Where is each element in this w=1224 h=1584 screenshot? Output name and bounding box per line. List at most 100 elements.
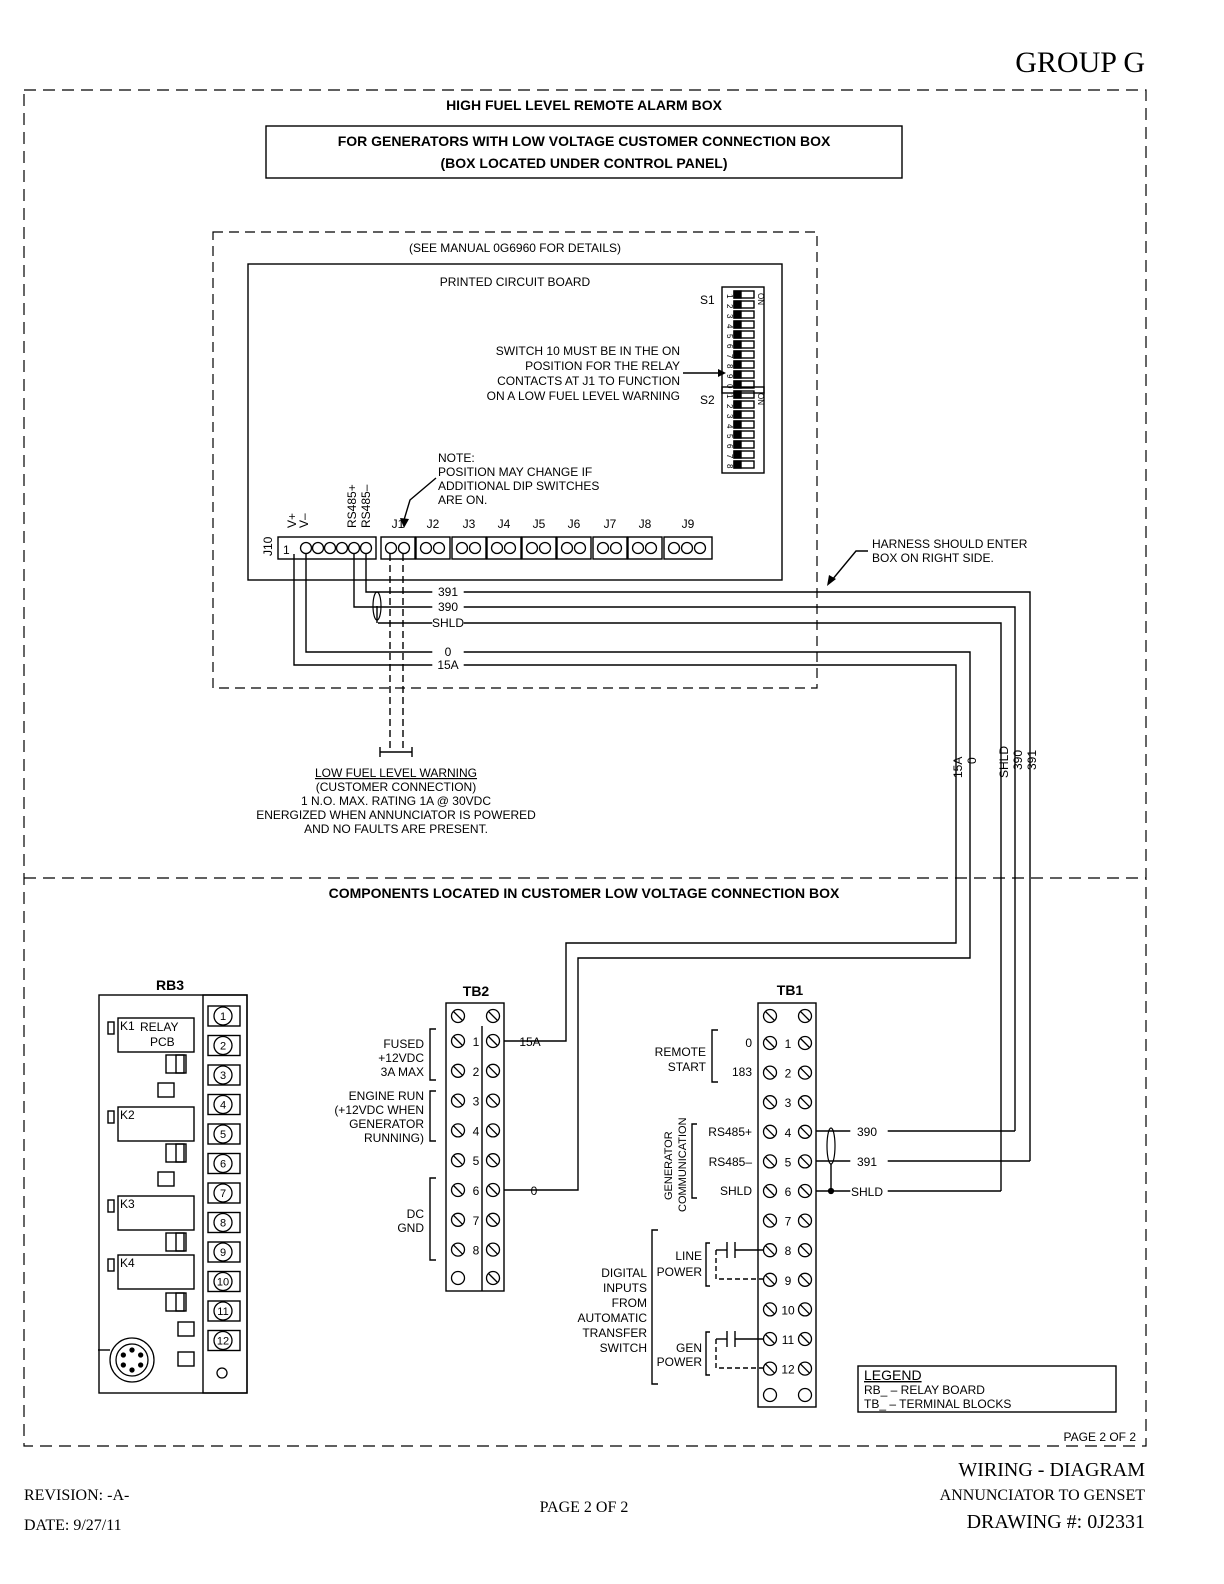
rb3-small-component: [177, 1351, 195, 1367]
tb1-mount-hole: [797, 1387, 813, 1403]
tb1-screw-top: [762, 1008, 778, 1024]
dip-s1-toggle-knob: [733, 290, 742, 299]
tb1-screw-right-slot: [800, 1304, 810, 1315]
rb3-component: [165, 1292, 185, 1312]
tb1-screw-right: [797, 1331, 813, 1347]
tb1-screw-left: [762, 1272, 778, 1287]
connector-J5: [521, 536, 557, 560]
tb1-screw-left-slot: [765, 1304, 775, 1315]
connector-J9: [663, 536, 713, 560]
tb2-screw-right: [485, 1033, 501, 1049]
line-power-contact-return: [715, 1250, 763, 1280]
tb2-screw-left: [450, 1063, 466, 1078]
vertical-wire-label: SHLD: [997, 746, 1011, 778]
alarm-box-dashed: [212, 231, 818, 689]
connector-label-J1: J1: [392, 517, 405, 531]
rb3-terminal-cell: [207, 1211, 241, 1234]
rb3-component-cap: [175, 1143, 187, 1163]
rb3-component: [165, 1143, 185, 1163]
tb2-block: [445, 1002, 505, 1292]
legend-box: [857, 1365, 1117, 1413]
connector-pin: [693, 541, 707, 555]
relay-k1: [117, 1017, 195, 1053]
tb2-terminal-number: 1: [473, 1035, 480, 1049]
tb2-screw-left-slot: [453, 1065, 463, 1076]
j10-pin1-label: 1: [283, 543, 290, 557]
dip-s2-number: 6: [725, 444, 734, 449]
connector-J8: [627, 536, 663, 560]
footer-date: DATE: 9/27/11: [24, 1517, 122, 1534]
tb1-screw-right-slot: [800, 1334, 810, 1344]
wire-390: [353, 554, 1016, 1131]
connector-pin: [573, 541, 587, 555]
dip-s2-toggle-knob: [733, 440, 742, 449]
rb3-terminal-cell: [207, 1270, 241, 1293]
s1-label: S1: [700, 293, 715, 307]
switch-note-line: SWITCH 10 MUST BE IN THE ON: [496, 344, 680, 358]
tb2-screw-right-slot: [488, 1244, 498, 1255]
rb3-plug-pin: [129, 1347, 135, 1353]
switch-note-line: POSITION FOR THE RELAY: [525, 359, 680, 373]
connector-pin: [609, 541, 623, 555]
tb2-terminal-number: 3: [473, 1095, 480, 1109]
tb2-screw-top: [485, 1008, 501, 1024]
tb2-mount-hole: [450, 1270, 466, 1286]
rb3-terminal-ring: [213, 1330, 233, 1351]
tb1-screw-right: [797, 1124, 813, 1139]
position-note-line: ARE ON.: [438, 493, 487, 507]
rb3-component: [165, 1054, 185, 1074]
tb1-screw-right: [797, 1272, 813, 1287]
fused-line: 3A MAX: [381, 1065, 424, 1079]
engine-run-bracket: [429, 1090, 436, 1142]
harness-note-line1: HARNESS SHOULD ENTER: [872, 537, 1028, 551]
dip-s1-number: 7: [725, 354, 734, 359]
tb1-mount-hole: [762, 1387, 778, 1403]
rb3-terminal-number: 8: [220, 1218, 226, 1230]
digital-inputs-line: AUTOMATIC: [577, 1311, 647, 1325]
connector-J2: [415, 536, 451, 560]
inner-page-label: PAGE 2 OF 2: [1064, 1430, 1137, 1444]
tb1-screw-top-slot: [765, 1011, 775, 1021]
tb1-screw-left: [762, 1183, 778, 1199]
dip-s2-number: 1: [725, 394, 734, 399]
dip-s1-number: 4: [725, 324, 734, 329]
footer-subtitle: ANNUNCIATOR TO GENSET: [940, 1487, 1146, 1504]
relay-k4: [117, 1254, 195, 1290]
tb2-wire-6-label: 0: [531, 1184, 538, 1198]
footer-revision: REVISION: -A-: [24, 1487, 129, 1504]
tb1-terminal-number: 2: [785, 1067, 792, 1081]
engine-run-line: GENERATOR: [349, 1117, 424, 1131]
wire-391: [365, 554, 1031, 1161]
s2-label: S2: [700, 393, 715, 407]
wire-label: 391: [438, 585, 458, 599]
wire-label: SHLD: [432, 616, 464, 630]
tb1-screw-left: [762, 1095, 778, 1110]
tb2-screw-left: [450, 1182, 466, 1198]
switch-note-arrowhead: [718, 369, 726, 377]
rb3-plug-inner: [115, 1343, 149, 1377]
wire-label-gap: [432, 657, 464, 672]
connector-label-J8: J8: [639, 517, 652, 531]
tb1-screw-left-slot: [765, 1126, 775, 1137]
tb1-terminal-number: 4: [785, 1126, 792, 1140]
wire-shld: [378, 622, 1002, 1191]
tb1-wire-gap: [850, 1123, 888, 1138]
tb1-wire-183: 183: [732, 1065, 752, 1079]
tb1-screw-right: [797, 1095, 813, 1110]
tb2-screw-right-slot: [488, 1185, 498, 1195]
connector-pin: [644, 541, 658, 555]
connector-pin: [680, 541, 694, 555]
rb3-terminal-cell: [207, 1064, 241, 1086]
connector-pin: [503, 541, 517, 555]
rb3-small-component: [157, 1082, 175, 1098]
relay-k4-pin: [107, 1258, 115, 1272]
outer-dashed-frame: [23, 89, 1147, 1447]
tb1-screw-right: [797, 1243, 813, 1258]
footer-page: PAGE 2 OF 2: [540, 1499, 629, 1516]
legend-rb: RB_ – RELAY BOARD: [864, 1383, 985, 1397]
tb1-wire-gap: [850, 1153, 888, 1168]
title-box-line1: FOR GENERATORS WITH LOW VOLTAGE CUSTOMER…: [338, 133, 831, 149]
digital-inputs-line: INPUTS: [603, 1281, 647, 1295]
gen-power-contact-bracket: [705, 1331, 710, 1376]
